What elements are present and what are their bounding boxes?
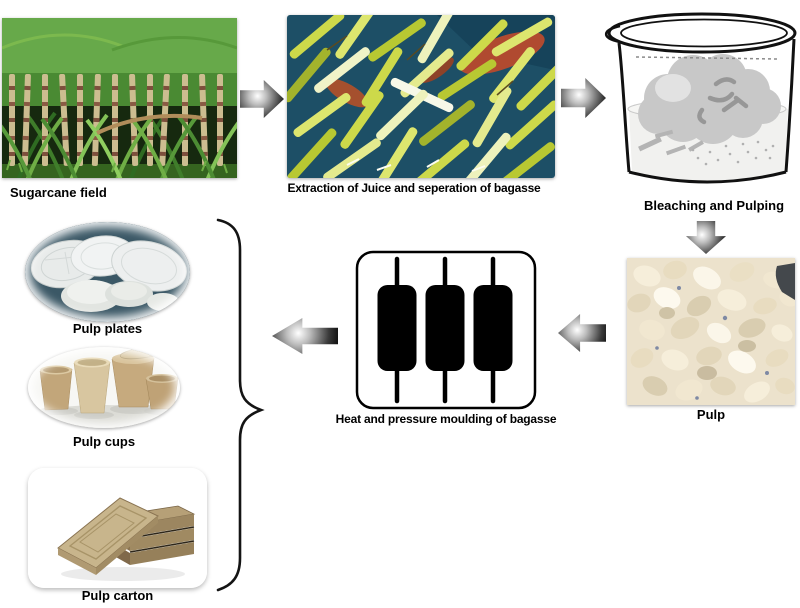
label-pulp-cups: Pulp cups xyxy=(72,434,136,449)
label-extraction: Extraction of Juice and seperation of ba… xyxy=(287,181,541,195)
pulp-plates-photo xyxy=(25,222,190,322)
label-bleaching-pulping: Bleaching and Pulping xyxy=(643,198,785,213)
pulp-cups-photo xyxy=(28,347,180,428)
label-pulp-carton: Pulp carton xyxy=(81,588,154,603)
pulp-carton-photo xyxy=(28,468,207,588)
beaker-illustration xyxy=(598,6,798,198)
label-moulding: Heat and pressure moulding of bagasse xyxy=(335,412,557,426)
label-pulp: Pulp xyxy=(696,407,726,422)
down-arrow-icon xyxy=(686,221,726,254)
left-arrow-icon xyxy=(272,318,338,354)
pulp-photo xyxy=(627,258,795,405)
curly-brace xyxy=(205,212,270,598)
label-pulp-plates: Pulp plates xyxy=(72,321,143,336)
left-arrow-icon xyxy=(558,314,606,352)
right-arrow-icon xyxy=(240,80,284,118)
moulding-machine-illustration xyxy=(355,250,537,410)
sugarcane-field-photo xyxy=(2,18,237,178)
label-sugarcane-field: Sugarcane field xyxy=(10,185,107,200)
bagasse-extraction-photo xyxy=(287,15,555,178)
